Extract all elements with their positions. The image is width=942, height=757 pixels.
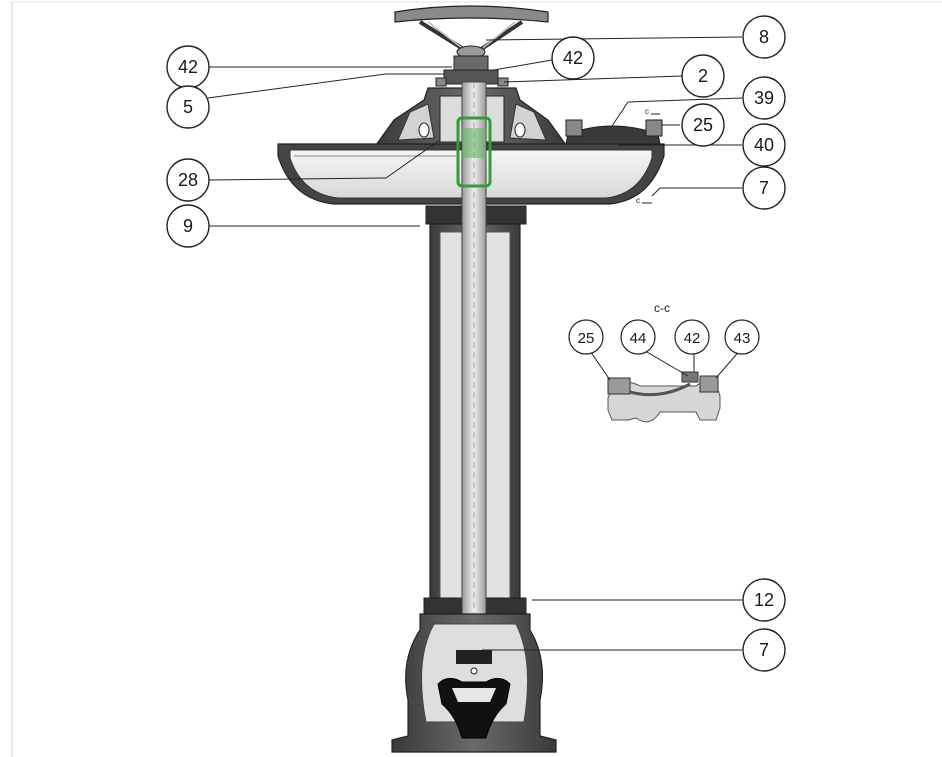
callout-28: 28 xyxy=(166,158,210,202)
callout-39: 39 xyxy=(742,76,786,120)
callout-7-top: 7 xyxy=(742,166,786,210)
callout-42-top-label: 42 xyxy=(563,48,583,68)
callout-5: 5 xyxy=(166,85,210,129)
callout-5-label: 5 xyxy=(183,97,193,117)
callout-12: 12 xyxy=(742,578,786,622)
section-callout-25: 25 xyxy=(568,319,604,355)
seal-packing xyxy=(456,116,492,188)
callout-40-label: 40 xyxy=(754,135,774,155)
section-cc-detail xyxy=(607,371,721,423)
cover-plate xyxy=(565,119,663,145)
callout-9: 9 xyxy=(166,204,210,248)
section-mark-1-label: c xyxy=(645,107,649,116)
callout-12-label: 12 xyxy=(754,590,774,610)
callout-40: 40 xyxy=(742,123,786,167)
callout-8-label: 8 xyxy=(759,27,769,47)
callout-25: 25 xyxy=(681,103,725,147)
section-callout-43: 43 xyxy=(724,319,760,355)
callout-7-bottom-label: 7 xyxy=(759,640,769,660)
callout-2-label: 2 xyxy=(698,66,708,86)
section-callout-44: 44 xyxy=(620,319,656,355)
section-callout-42-label: 42 xyxy=(684,330,701,347)
section-mark-2-label: c xyxy=(636,196,640,205)
callout-9-label: 9 xyxy=(183,216,193,236)
section-callout-43-label: 43 xyxy=(734,330,751,347)
callout-42-left-label: 42 xyxy=(178,57,198,77)
section-callout-42: 42 xyxy=(674,319,710,355)
callout-7-bottom: 7 xyxy=(742,628,786,672)
callout-2: 2 xyxy=(681,54,725,98)
valve-shoe xyxy=(391,613,557,753)
callout-7-top-label: 7 xyxy=(759,178,769,198)
callout-8: 8 xyxy=(742,15,786,59)
section-title: c-c xyxy=(654,301,670,315)
callout-28-label: 28 xyxy=(178,170,198,190)
handwheel xyxy=(394,5,549,59)
section-callout-44-label: 44 xyxy=(630,330,647,347)
leader-lines xyxy=(207,36,743,651)
callout-39-label: 39 xyxy=(754,88,774,108)
callout-42-top: 42 xyxy=(551,36,595,80)
callout-42-left: 42 xyxy=(166,45,210,89)
stem-rod xyxy=(461,81,487,653)
section-mark-1: c xyxy=(645,107,660,116)
callout-25-label: 25 xyxy=(693,115,713,135)
bonnet xyxy=(374,55,568,146)
section-callout-25-label: 25 xyxy=(578,330,595,347)
section-mark-2: c xyxy=(636,196,652,205)
